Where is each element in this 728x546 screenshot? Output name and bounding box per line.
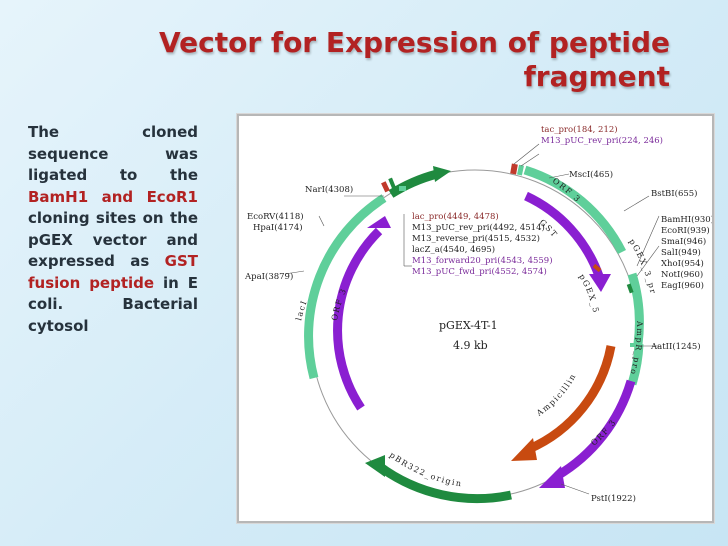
site-eagi: EagI(960) xyxy=(661,280,704,291)
site-sali: SalI(949) xyxy=(661,247,701,258)
desc-segment: in E coli. Bacterial cytosol xyxy=(28,273,198,335)
site-ecorv: EcoRV(4118) xyxy=(247,211,304,222)
lacZ-arrow xyxy=(388,169,439,198)
label-orf3-bottom: ORF 3 xyxy=(589,417,618,447)
pgex3-feature xyxy=(627,272,644,345)
site-apai: ApaI(3879) xyxy=(244,271,293,282)
site-noti: NotI(960) xyxy=(661,269,703,280)
site-hpai: HpaI(4174) xyxy=(253,222,303,233)
desc-highlight-gst: GST fusion peptide xyxy=(28,252,198,292)
site-aatii: AatII(1245) xyxy=(650,341,701,352)
site-smai: SmaI(946) xyxy=(661,236,706,247)
site-bstbi: BstBI(655) xyxy=(651,188,697,199)
site-leader-lines xyxy=(284,143,660,495)
primer-m13-puc-rev: M13_pUC_rev_pri(4492, 4514) xyxy=(412,222,545,233)
lac-pro-marker xyxy=(381,181,390,193)
site-bamhi: BamHI(930) xyxy=(661,214,712,225)
desc-segment: The cloned sequence was ligated to the xyxy=(28,123,198,184)
desc-segment: cloning sites on the pGEX vector and exp… xyxy=(28,209,198,270)
label-ampicillin: Ampicillin xyxy=(534,372,578,419)
orf3-top-arrow xyxy=(524,191,604,278)
orf3-top-arrowhead xyxy=(589,274,611,292)
primer-tac-pro: tac_pro(184, 212) xyxy=(541,124,618,135)
primer-lacz-a: lacZ_a(4540, 4695) xyxy=(412,244,495,255)
pgex5-marker xyxy=(592,263,602,273)
site-msci: MscI(465) xyxy=(569,169,613,180)
orf3-left-arrow xyxy=(333,227,383,411)
primer-m13-forward20: M13_forward20_pri(4543, 4559) xyxy=(412,255,553,266)
primer-m13-reverse: M13_reverse_pri(4515, 4532) xyxy=(412,233,540,244)
pbr322-arrowhead xyxy=(365,455,385,477)
description-text: The cloned sequence was ligated to the B… xyxy=(28,122,198,337)
m13-rev-marker xyxy=(517,164,524,176)
label-ampicillin-path: Ampicillin xyxy=(534,372,576,419)
label-orf3-left: ORF 3 xyxy=(330,286,349,321)
label-orf3-left-path: ORF 3 xyxy=(330,286,347,321)
label-orf3-top: ORF 3 xyxy=(551,176,583,204)
orf3-bottom-arrowhead xyxy=(539,466,565,488)
pbr322-origin-arrow xyxy=(376,462,512,503)
site-psti: PstI(1922) xyxy=(591,493,636,504)
m13-marker-1 xyxy=(388,177,396,189)
ampicillin-arrow xyxy=(527,345,616,454)
gst-feature-teal xyxy=(523,165,627,255)
plasmid-map: NarI(4308) EcoRV(4118) HpaI(4174) ApaI(3… xyxy=(239,116,712,504)
orf3-bottom-arrow xyxy=(554,379,636,480)
slide-title: Vector for Expression of peptide fragmen… xyxy=(150,26,670,94)
primer-m13-puc-rev-top: M13_pUC_rev_pri(224, 246) xyxy=(541,135,663,146)
title-line-1: Vector for Expression of peptide xyxy=(158,26,670,59)
ampicillin-arrowhead xyxy=(511,438,537,461)
m13-marker-2 xyxy=(399,186,406,191)
lacZ-arrowhead xyxy=(433,166,451,182)
tac-promoter-marker xyxy=(510,163,518,175)
laci-feature xyxy=(304,194,387,380)
desc-highlight-sites: BamH1 and EcoR1 xyxy=(28,187,198,206)
aatii-marker xyxy=(630,343,640,347)
pgex3-marker xyxy=(626,283,634,294)
site-xhoi: XhoI(954) xyxy=(661,258,704,269)
title-line-2: fragment xyxy=(523,60,670,93)
label-orf3-top-path: ORF 3 xyxy=(551,176,581,204)
plasmid-size: 4.9 kb xyxy=(453,339,488,352)
plasmid-map-figure: NarI(4308) EcoRV(4118) HpaI(4174) ApaI(3… xyxy=(237,114,714,523)
primer-lac-pro: lac_pro(4449, 4478) xyxy=(412,211,499,222)
label-orf3-bottom-path: ORF 3 xyxy=(589,417,616,447)
site-nari: NarI(4308) xyxy=(305,184,353,195)
plasmid-name: pGEX-4T-1 xyxy=(439,319,498,332)
orf3-left-arrowhead xyxy=(367,216,391,228)
primer-m13-puc-fwd: M13_pUC_fwd_pri(4552, 4574) xyxy=(412,266,547,277)
site-ecori: EcoRI(939) xyxy=(661,225,710,236)
